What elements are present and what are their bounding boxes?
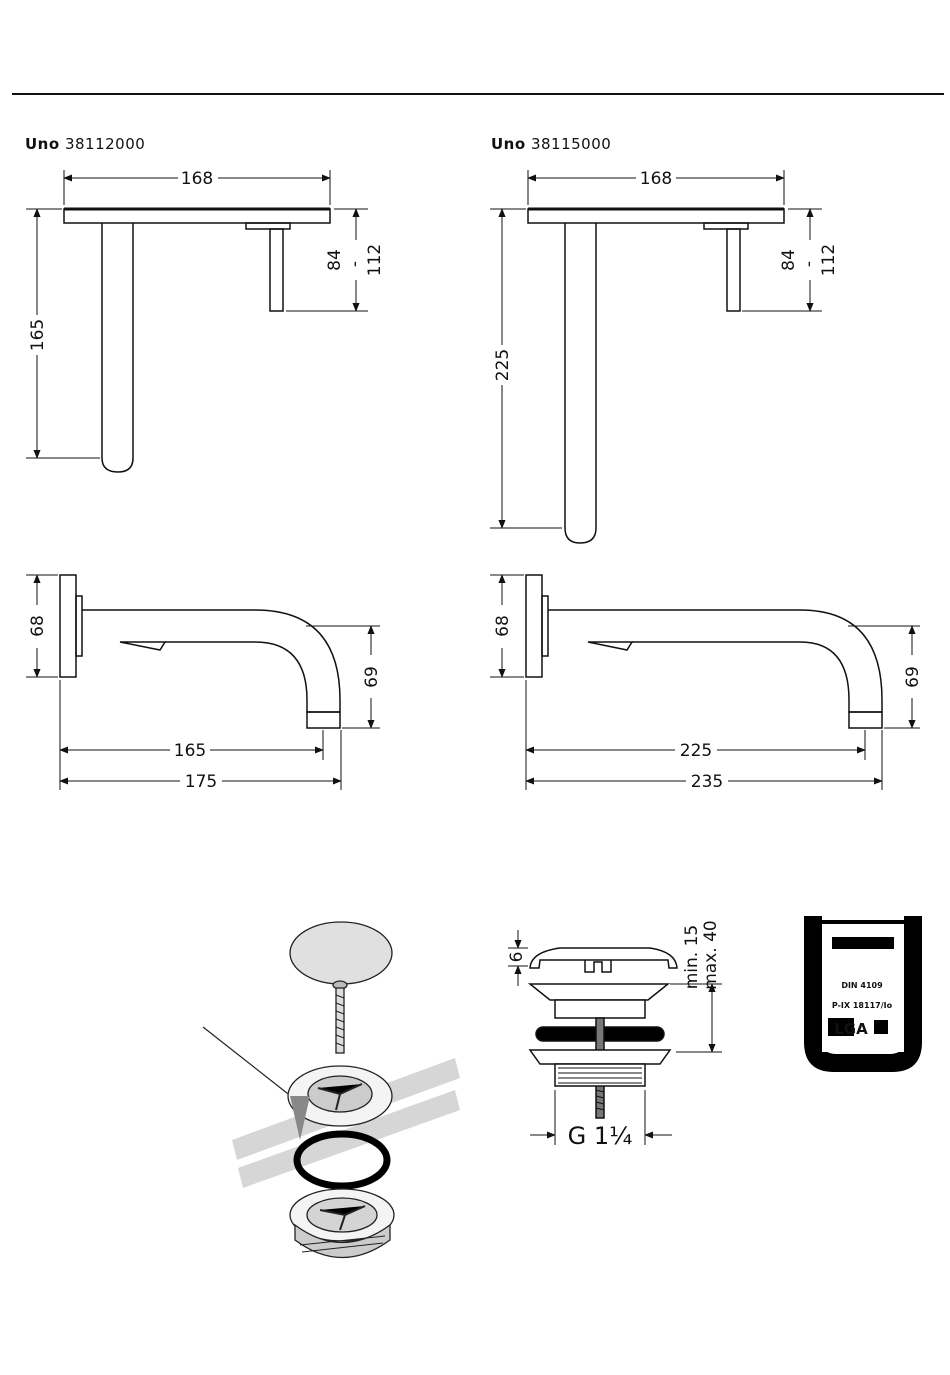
spout-profile [82, 610, 340, 712]
top-view-right [490, 170, 822, 543]
badge-line-1: DIN 4109 [841, 981, 883, 990]
dim-handle-min: 84 [779, 249, 799, 271]
dim-handle-sep: - [345, 261, 365, 267]
wall-plate [64, 209, 330, 223]
dim-cap-height: 6 [507, 952, 527, 963]
spout [565, 223, 596, 543]
spout-profile [548, 610, 882, 712]
wall-plate [526, 575, 542, 677]
dim-projection-total: 175 [185, 772, 217, 792]
dim-outlet-height: 69 [903, 666, 923, 688]
dim-spout-length: 225 [493, 349, 513, 381]
dim-handle-max: 112 [819, 244, 839, 276]
wall-plate [60, 575, 76, 677]
spout [102, 223, 133, 472]
section-cap [530, 948, 677, 968]
dim-thread: G 1¼ [568, 1122, 633, 1150]
dim-width: 168 [181, 169, 213, 189]
top-view-left [26, 170, 368, 472]
dim-width: 168 [640, 169, 672, 189]
dim-handle-sep: - [799, 261, 819, 267]
dim-handle-min: 84 [325, 249, 345, 271]
dim-plate-height: 68 [493, 615, 513, 637]
dim-spout-length: 165 [28, 319, 48, 351]
dim-projection-inner: 165 [174, 741, 206, 761]
exploded-waste-illustration [203, 922, 460, 1258]
dim-projection-total: 235 [691, 772, 723, 792]
wall-plate [528, 209, 784, 223]
handle-rosette [704, 223, 748, 229]
dim-outlet-height: 69 [362, 666, 382, 688]
dim-projection-inner: 225 [680, 741, 712, 761]
waste-cap [290, 922, 392, 984]
section-flange [530, 984, 668, 1000]
dim-range-min: min. 15 [682, 925, 702, 990]
handle-lever [270, 229, 283, 311]
badge-line-2: P-IX 18117/Io [832, 1001, 893, 1010]
dim-handle-max: 112 [365, 244, 385, 276]
badge-logo: LGA [834, 1020, 868, 1038]
handle-lever [727, 229, 740, 311]
dim-plate-height: 68 [28, 615, 48, 637]
dim-range-max: max. 40 [701, 920, 721, 989]
handle-rosette [246, 223, 290, 229]
certification-badge [804, 916, 922, 1072]
